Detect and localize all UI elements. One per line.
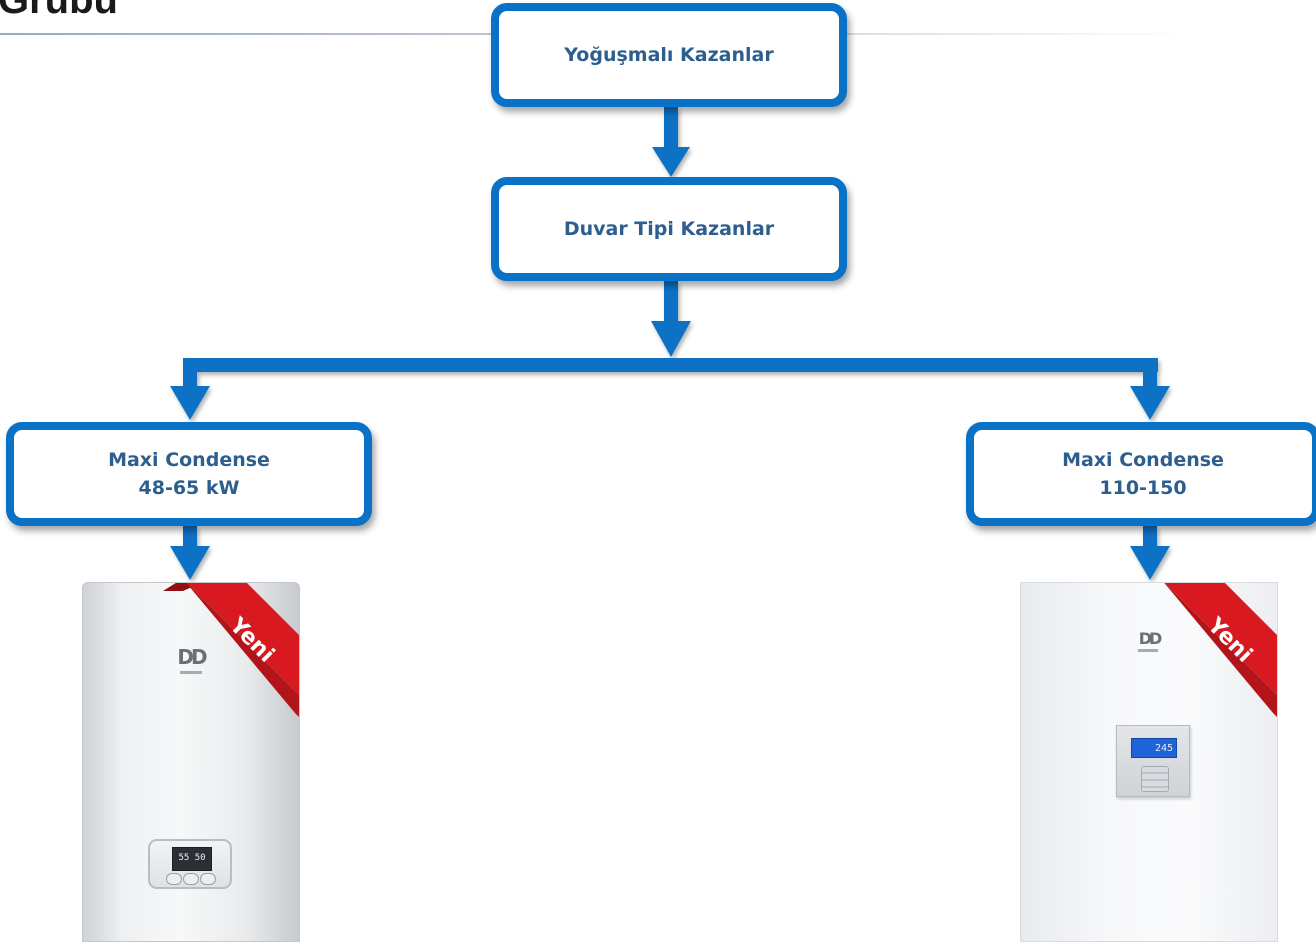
new-ribbon: Yeni xyxy=(163,583,299,717)
brand-logo-icon: DD xyxy=(1138,629,1163,648)
lcd-display: 245 xyxy=(1131,738,1177,758)
arrowhead-level2 xyxy=(652,147,690,177)
arrowhead-left-leaf xyxy=(170,386,210,420)
node-condensing-boilers: Yoğuşmalı Kazanlar xyxy=(491,3,847,107)
node-wall-type-boilers: Duvar Tipi Kazanlar xyxy=(491,177,847,281)
control-button-icon xyxy=(200,873,216,885)
brand-logo-underline xyxy=(180,671,202,674)
product-image-maxi-condense-48-65: DD 55 50 Yeni xyxy=(82,582,300,942)
connector-root-to-level2 xyxy=(664,107,678,147)
connector-horizontal-bar xyxy=(183,358,1158,372)
control-button-icon xyxy=(166,873,182,885)
node-right-line2: 110-150 xyxy=(1099,477,1187,499)
product-image-maxi-condense-110-150: DD 245 Yeni xyxy=(1020,582,1278,942)
connector-level2-down xyxy=(664,281,678,321)
node-left-line1: Maxi Condense xyxy=(108,449,270,471)
brand-logo-underline xyxy=(1138,649,1158,652)
arrowhead-left-product xyxy=(170,546,210,580)
connector-right-to-product xyxy=(1143,526,1157,548)
brand-logo-icon: DD xyxy=(177,645,207,669)
node-left-line2: 48-65 kW xyxy=(138,477,240,499)
arrowhead-right-product xyxy=(1130,546,1170,580)
connector-right-drop xyxy=(1143,358,1157,388)
control-panel: 245 xyxy=(1116,725,1190,797)
page-title: Grubu xyxy=(0,0,118,22)
connector-left-to-product xyxy=(183,526,197,548)
lcd-display: 55 50 xyxy=(172,847,212,871)
arrowhead-junction xyxy=(651,321,691,357)
control-button-icon xyxy=(183,873,199,885)
node-right-line1: Maxi Condense xyxy=(1062,449,1224,471)
keypad-icon xyxy=(1141,766,1169,792)
node-wall-type-boilers-label: Duvar Tipi Kazanlar xyxy=(563,218,775,240)
node-maxi-condense-48-65: Maxi Condense 48-65 kW xyxy=(6,422,372,526)
node-maxi-condense-110-150: Maxi Condense 110-150 xyxy=(966,422,1316,526)
node-condensing-boilers-label: Yoğuşmalı Kazanlar xyxy=(564,44,774,66)
connector-left-drop xyxy=(183,358,197,388)
arrowhead-right-leaf xyxy=(1130,386,1170,420)
new-ribbon: Yeni xyxy=(1164,583,1277,717)
control-panel: 55 50 xyxy=(148,839,232,889)
